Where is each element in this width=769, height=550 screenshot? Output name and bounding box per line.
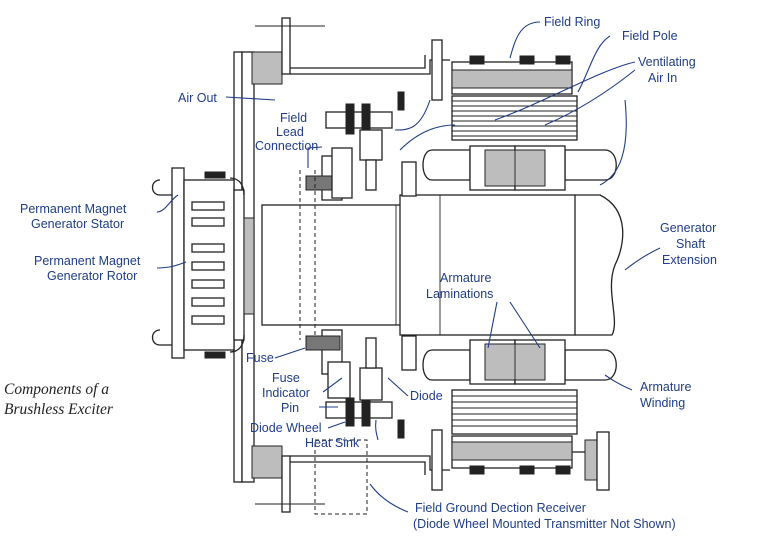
- label-shaft-2: Shaft: [676, 237, 706, 251]
- label-pmg-rotor-2: Generator Rotor: [47, 269, 137, 283]
- caption-line-2: Brushless Exciter: [4, 401, 114, 418]
- label-pmg-stator-2: Generator Stator: [31, 217, 124, 231]
- label-diode-wheel: Diode Wheel: [250, 421, 322, 435]
- label-heat-sink: Heat Sink: [305, 436, 360, 450]
- label-shaft-3: Extension: [662, 253, 717, 267]
- label-field-ring: Field Ring: [544, 15, 600, 29]
- diode-wheel-bottom: [305, 329, 417, 427]
- label-armature-winding-2: Winding: [640, 396, 685, 410]
- label-armature-lam-2: Laminations: [426, 287, 493, 301]
- leader-lines: [156, 21, 661, 513]
- label-ground-receiver-2: (Diode Wheel Mounted Transmitter Not Sho…: [413, 517, 676, 531]
- label-field-lead-2: Lead: [276, 125, 304, 139]
- exciter-cross-section: [151, 17, 624, 515]
- label-field-pole: Field Pole: [622, 29, 678, 43]
- caption: Components of a Brushless Exciter: [4, 381, 114, 418]
- label-fuse-pin-3: Pin: [281, 401, 299, 415]
- caption-line-1: Components of a: [4, 381, 109, 398]
- labels: Field Ring Field Pole Ventilating Air In…: [20, 15, 717, 531]
- diode-wheel-top: [299, 103, 417, 340]
- label-ventilating-2: Air In: [648, 71, 677, 85]
- label-armature-winding-1: Armature: [640, 380, 691, 394]
- label-pmg-stator-1: Permanent Magnet: [20, 202, 127, 216]
- label-ground-receiver-1: Field Ground Dection Receiver: [415, 501, 586, 515]
- label-fuse-pin-1: Fuse: [272, 371, 300, 385]
- label-diode: Diode: [410, 389, 443, 403]
- label-air-out: Air Out: [178, 91, 217, 105]
- label-shaft-1: Generator: [660, 221, 716, 235]
- label-field-lead-1: Field: [280, 111, 307, 125]
- label-pmg-rotor-1: Permanent Magnet: [34, 254, 141, 268]
- pmg-assembly: [151, 167, 255, 359]
- label-ventilating-1: Ventilating: [638, 55, 696, 69]
- label-fuse-pin-2: Indicator: [262, 386, 310, 400]
- label-field-lead-3: Connection: [255, 139, 318, 153]
- label-armature-lam-1: Armature: [440, 271, 491, 285]
- label-fuse: Fuse: [246, 351, 274, 365]
- field-pole-stack: [451, 95, 578, 141]
